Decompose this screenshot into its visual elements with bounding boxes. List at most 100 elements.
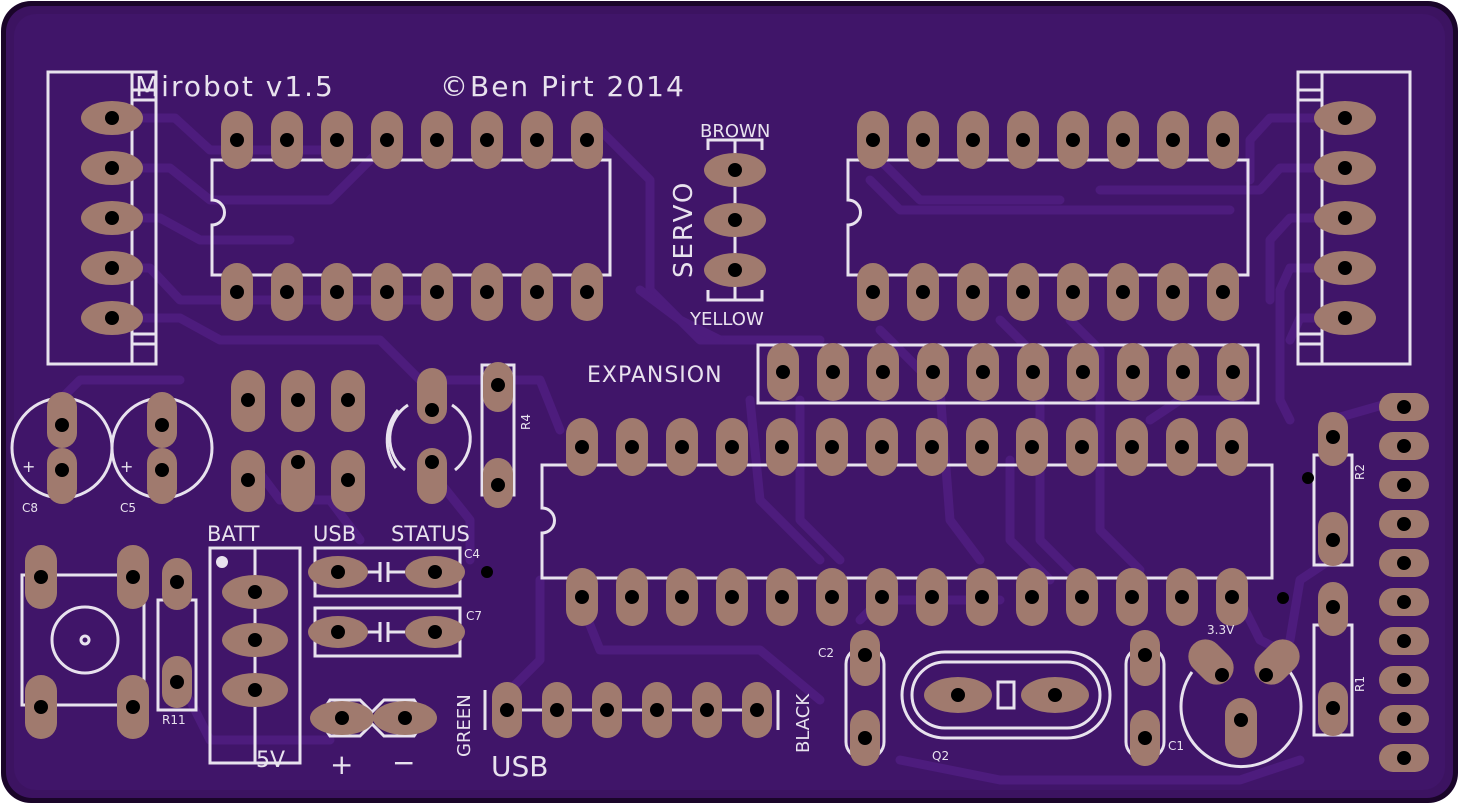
c1-label: C1	[1168, 739, 1184, 753]
expansion-pin-hole	[776, 365, 790, 379]
regulator-label: 3.3V	[1207, 623, 1235, 637]
ic-left-pin-hole	[230, 285, 244, 299]
ic-right-pin-hole	[1216, 133, 1230, 147]
expansion-pin-hole	[826, 365, 840, 379]
5v-label: 5V	[256, 748, 285, 773]
batt-label: BATT	[207, 522, 260, 546]
mcu-pin-hole	[1175, 590, 1189, 604]
mcu-pin-hole	[725, 440, 739, 454]
ic-left-pin-hole	[330, 133, 344, 147]
mcu-pin-hole	[1175, 440, 1189, 454]
c4-label: C4	[464, 547, 480, 561]
usb-led-label: USB	[313, 522, 356, 546]
regulator-outline	[1179, 671, 1303, 769]
ic-right-outline	[846, 158, 1250, 277]
plus-label: +	[330, 748, 353, 781]
ic-left-pin-hole	[480, 285, 494, 299]
c8-label: C8	[22, 501, 38, 515]
mcu-pin-hole	[975, 590, 989, 604]
c2-label: C2	[818, 646, 834, 660]
side-header-pin-hole	[1397, 439, 1411, 453]
side-header-pin-hole	[1397, 517, 1411, 531]
side-header-pin-hole	[1397, 556, 1411, 570]
ic-right-pin-hole	[866, 133, 880, 147]
switch-outline	[20, 573, 146, 707]
expansion-pin-hole	[976, 365, 990, 379]
side-header-pin-hole	[1397, 400, 1411, 414]
c8-plus-mark: +	[22, 457, 35, 476]
minus-label: −	[392, 746, 415, 779]
power-pads-outline	[316, 698, 428, 738]
usb-green-label: GREEN	[454, 694, 475, 757]
side-header-pin-hole	[1397, 478, 1411, 492]
expansion-pin-hole	[926, 365, 940, 379]
board-title: Mirobot v1.5	[135, 70, 335, 103]
ic-right-pin-hole	[1166, 133, 1180, 147]
mcu-pin-hole	[775, 440, 789, 454]
mcu-pin-hole	[1125, 590, 1139, 604]
ic-right-pin-hole	[966, 133, 980, 147]
mcu-pin-hole	[825, 590, 839, 604]
ic-right-pin-hole	[1066, 285, 1080, 299]
r2-label: R2	[1353, 464, 1367, 480]
expansion-pin-hole	[1176, 365, 1190, 379]
mcu-pin-hole	[875, 440, 889, 454]
mcu-pin-hole	[825, 440, 839, 454]
mcu-pin-hole	[1225, 590, 1239, 604]
ic-right-pin-hole	[1166, 285, 1180, 299]
ic-right-pin-hole	[916, 285, 930, 299]
mcu-pin-hole	[625, 590, 639, 604]
ic-right-pin-hole	[1016, 133, 1030, 147]
expansion-pin-hole	[1126, 365, 1140, 379]
mcu-pin-hole	[725, 590, 739, 604]
ic-left-pin-hole	[380, 133, 394, 147]
expansion-header-outline	[756, 343, 1260, 405]
mcu-pin-hole	[925, 590, 939, 604]
ic-left-outline	[210, 158, 612, 277]
expansion-pin-hole	[1076, 365, 1090, 379]
r1-label: R1	[1353, 676, 1367, 692]
expansion-label: EXPANSION	[587, 363, 723, 388]
ic-left-pin-hole	[480, 133, 494, 147]
ic-left-pin-hole	[530, 285, 544, 299]
ic-left-pin-hole	[380, 285, 394, 299]
mcu-pin-hole	[575, 590, 589, 604]
q2-label: Q2	[932, 749, 949, 763]
servo-brown-label: BROWN	[700, 121, 770, 142]
ic-right-pin-hole	[916, 133, 930, 147]
copper-traces	[55, 113, 1405, 785]
switch-knob	[50, 605, 120, 675]
side-header-pin-hole	[1397, 673, 1411, 687]
usb-header-label: USB	[491, 750, 548, 783]
mcu-pin-hole	[875, 590, 889, 604]
copyright-text: ©Ben Pirt 2014	[440, 70, 686, 103]
ic-right-pin-hole	[1116, 133, 1130, 147]
expansion-pin-hole	[1226, 365, 1240, 379]
expansion-pin-hole	[1026, 365, 1040, 379]
ic-left-pin-hole	[280, 133, 294, 147]
ic-left-pin-hole	[330, 285, 344, 299]
mcu-pin-hole	[575, 440, 589, 454]
ic-left-pin-hole	[430, 133, 444, 147]
crystal-outline	[900, 650, 1112, 740]
ic-right-pin-hole	[1216, 285, 1230, 299]
side-header-pin-hole	[1397, 751, 1411, 765]
mcu-pin-hole	[675, 440, 689, 454]
mcu-pin-hole	[1075, 590, 1089, 604]
c7-label: C7	[466, 609, 482, 623]
mcu-pin-hole	[1025, 590, 1039, 604]
mcu-pin-hole	[1125, 440, 1139, 454]
ic-left-pin-hole	[580, 133, 594, 147]
expansion-pin-hole	[876, 365, 890, 379]
ic-right-pin-hole	[866, 285, 880, 299]
servo-yellow-label: YELLOW	[689, 309, 764, 330]
ic-left-pin-hole	[580, 285, 594, 299]
mcu-outline	[540, 463, 1274, 580]
mcu-pin-hole	[1225, 440, 1239, 454]
mcu-pin-hole	[675, 590, 689, 604]
mcu-pin-hole	[975, 440, 989, 454]
ic-right-pin-hole	[966, 285, 980, 299]
side-header-pin-hole	[1397, 712, 1411, 726]
mcu-pin-hole	[625, 440, 639, 454]
